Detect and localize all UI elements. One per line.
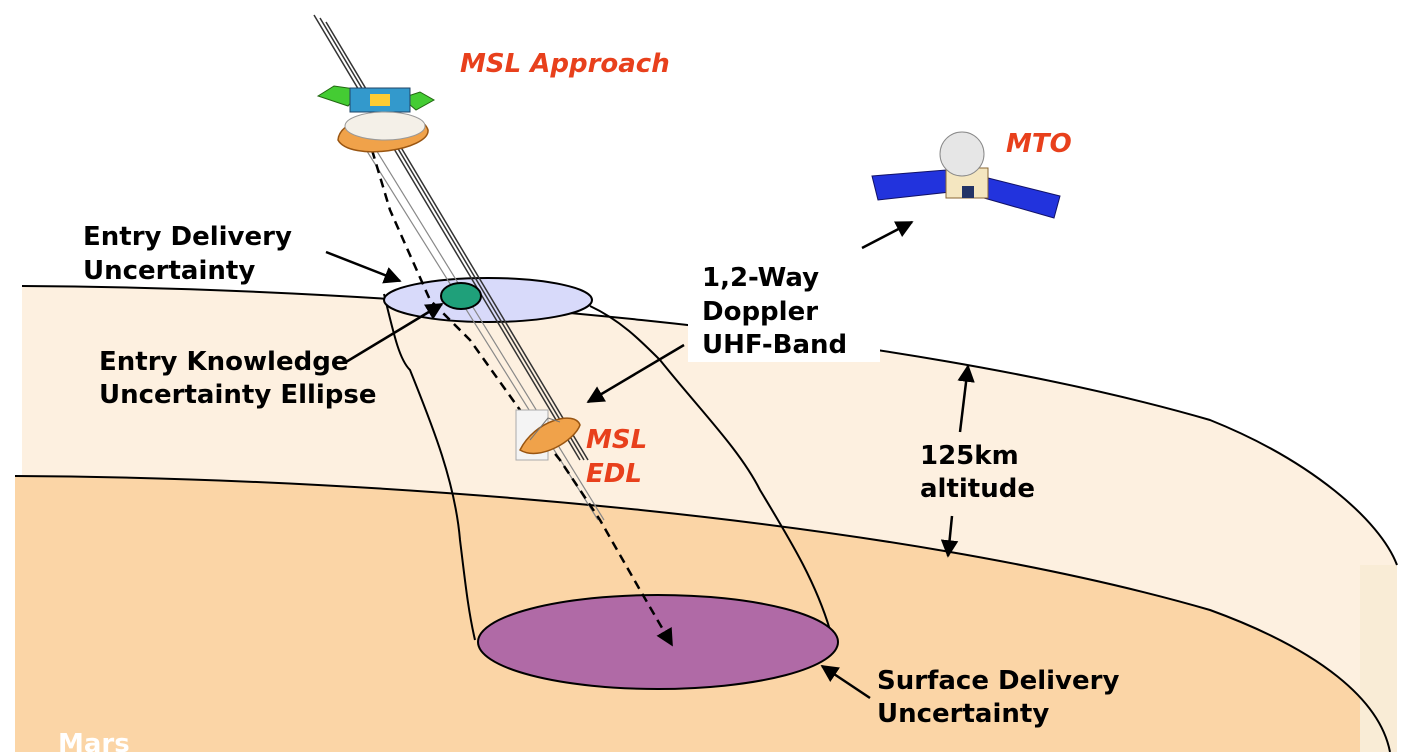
entry-knowledge-label-line2: Uncertainty Ellipse [99, 380, 377, 410]
pointer-arrows [325, 220, 975, 700]
arrow-altitude-down [940, 515, 959, 558]
surface-delivery-label-line1: Surface Delivery [877, 666, 1119, 696]
entry-delivery-label-line2: Uncertainty [83, 256, 255, 286]
msl-edl-capsule [515, 409, 581, 461]
entry-delivery-label-line1: Entry Delivery [83, 222, 292, 252]
msl-approach-spacecraft [316, 85, 436, 153]
cone-left-side [383, 293, 476, 641]
surface-delivery-label-line2: Uncertainty [877, 699, 1049, 729]
doppler-label-box [688, 258, 880, 362]
entry-knowledge-ellipse [440, 282, 482, 310]
cone-right-side [589, 305, 831, 631]
doppler-label-line3: UHF-Band [702, 330, 847, 360]
mto-orbiter [871, 131, 1061, 219]
altitude-label-line2: altitude [920, 474, 1035, 504]
arrow-doppler-to-mto [861, 220, 914, 250]
arrow-surface-delivery [820, 664, 871, 700]
entry-knowledge-label-line1: Entry Knowledge [99, 347, 348, 377]
arrow-entry-delivery [325, 250, 402, 284]
right-haze [1360, 565, 1397, 752]
arrow-entry-knowledge [345, 302, 444, 364]
msl-approach-label: MSL Approach [460, 49, 670, 79]
msl-edl-label-line1: MSL [586, 425, 647, 455]
altitude-label-line1: 125km [920, 441, 1019, 471]
surface-delivery-ellipse [477, 594, 839, 690]
arrow-altitude-up [957, 364, 975, 433]
doppler-label-line2: Doppler [702, 297, 818, 327]
mars-label: Mars [58, 729, 130, 752]
arrow-doppler-to-edl [586, 343, 685, 404]
doppler-label-line1: 1,2-Way [702, 263, 819, 293]
mto-label: MTO [1006, 129, 1072, 159]
entry-interface-line [21, 285, 1398, 566]
msl-edl-label-line2: EDL [586, 459, 642, 489]
